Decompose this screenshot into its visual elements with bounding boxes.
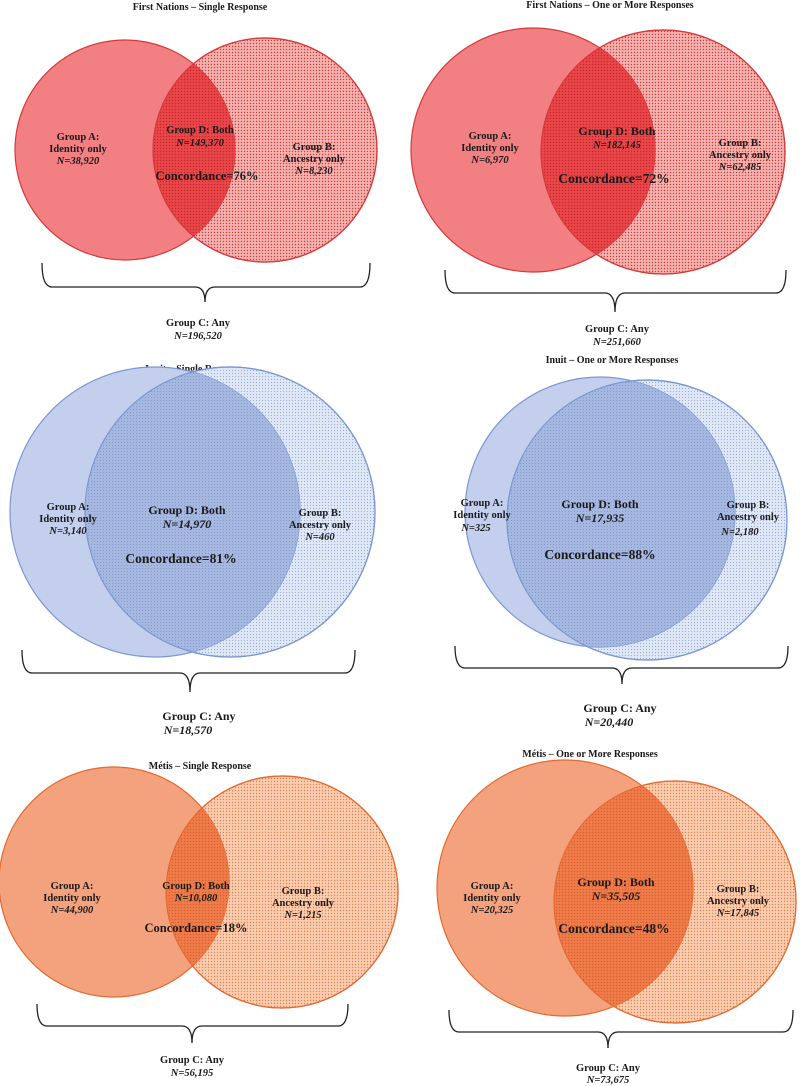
group-c-brace [41,262,371,303]
group-c-count: N=73,675 [586,1075,629,1086]
diagram-title: Métis – One or More Responses [522,749,658,760]
venn-inuit-single: Inuit – Single Response Group A: Identit… [9,364,376,737]
group-c-count: N=251,660 [592,337,641,348]
group-d-label: Group D: Both [166,125,234,136]
group-b-count: N=62,485 [718,162,761,173]
group-c-count: N=196,520 [173,331,222,342]
circle-overlap [85,367,300,657]
group-d-count: N=35,505 [591,889,641,903]
circle-ancestry-outline [540,29,786,275]
circle-ancestry-outline [553,780,797,1024]
group-c-brace [448,1009,794,1049]
circle-ancestry-outline [84,366,376,658]
group-a-count: N=3,140 [48,526,87,537]
group-c-brace [36,1003,349,1044]
group-d-label: Group D: Both [577,875,654,889]
group-c-label: Group C: Any [160,1055,225,1066]
group-d-label: Group D: Both [561,497,638,511]
group-a-count: N=325 [460,523,490,534]
circle-ancestry-outline [165,775,399,1009]
group-a-label: Group A: [47,502,90,513]
group-d-label: Group D: Both [162,881,230,892]
diagram-title: First Nations – Single Response [133,2,268,13]
group-a-label: Group A: [461,498,504,509]
group-b-label: Group B: [727,500,770,511]
group-a-sublabel: Identity only [463,893,521,904]
group-a-label: Group A: [469,131,512,142]
circle-ancestry-outline [506,379,788,661]
venn-inuit-multi: Inuit – One or More Responses Group A: I… [453,355,789,729]
group-b-count: N=17,845 [716,908,759,919]
diagram-title: First Nations – One or More Responses [526,0,694,11]
group-c-label: Group C: Any [166,318,231,329]
group-b-count: N=460 [304,532,335,543]
group-c-count: N=18,570 [163,723,213,737]
concordance-value: Concordance=72% [558,171,669,186]
group-a-label: Group A: [471,881,514,892]
group-c-count: N=56,195 [170,1068,213,1079]
venn-first-nations-single: First Nations – Single Response Group A:… [14,2,378,342]
group-a-sublabel: Identity only [453,510,511,521]
group-c-label: Group C: Any [583,701,656,715]
diagram-title: Inuit – One or More Responses [546,355,679,366]
group-a-sublabel: Identity only [461,143,519,154]
circle-ancestry-outline [152,37,378,263]
group-b-label: Group B: [282,886,325,897]
group-c-brace [444,269,787,313]
group-b-count: N=2,180 [720,527,759,538]
group-a-sublabel: Identity only [49,144,107,155]
group-c-brace [454,645,789,685]
group-a-label: Group A: [51,881,94,892]
group-b-sublabel: Ancestry only [707,896,770,907]
group-b-sublabel: Ancestry only [709,150,772,161]
concordance-value: Concordance=76% [156,169,259,183]
group-a-count: N=6,970 [470,155,509,166]
group-c-brace [21,649,356,693]
group-a-label: Group A: [57,132,100,143]
group-c-label: Group C: Any [162,709,235,723]
group-c-count: N=20,440 [584,715,634,729]
group-c-label: Group C: Any [576,1063,641,1074]
circle-overlap [554,781,693,1016]
group-b-count: N=8,230 [294,166,333,177]
group-c-label: Group C: Any [585,324,650,335]
group-b-sublabel: Ancestry only [289,520,352,531]
venn-first-nations-multi: First Nations – One or More Responses Gr… [410,0,787,348]
circle-overlap [153,40,235,260]
concordance-value: Concordance=48% [558,921,669,936]
diagram-title: Inuit – Single Response [145,364,245,375]
group-b-count: N=1,215 [283,910,321,921]
concordance-value: Concordance=81% [125,551,236,566]
group-b-sublabel: Ancestry only [272,898,335,909]
diagram-title: Métis – Single Response [149,761,252,772]
group-b-sublabel: Ancestry only [717,512,780,523]
venn-metis-single: Métis – Single Response Group A: Identit… [0,761,399,1079]
concordance-value: Concordance=88% [544,547,655,562]
group-d-count: N=149,370 [175,138,224,149]
group-a-count: N=44,900 [50,905,94,916]
group-d-count: N=182,145 [592,140,641,151]
group-d-label: Group D: Both [148,503,225,517]
group-a-sublabel: Identity only [39,514,97,525]
venn-metis-multi: Métis – One or More Responses Group A: I… [436,749,797,1086]
group-a-count: N=38,920 [56,156,100,167]
group-b-label: Group B: [717,884,760,895]
group-d-label: Group D: Both [578,124,655,138]
circle-overlap [541,30,655,272]
group-b-label: Group B: [719,138,762,149]
group-b-label: Group B: [299,508,342,519]
group-d-count: N=17,935 [575,511,625,525]
group-d-count: N=10,080 [174,893,218,904]
group-b-label: Group B: [293,142,336,153]
group-d-count: N=14,970 [162,517,212,531]
group-a-sublabel: Identity only [43,893,101,904]
group-b-sublabel: Ancestry only [283,154,346,165]
group-a-count: N=20,325 [470,905,513,916]
concordance-value: Concordance=18% [145,921,248,935]
